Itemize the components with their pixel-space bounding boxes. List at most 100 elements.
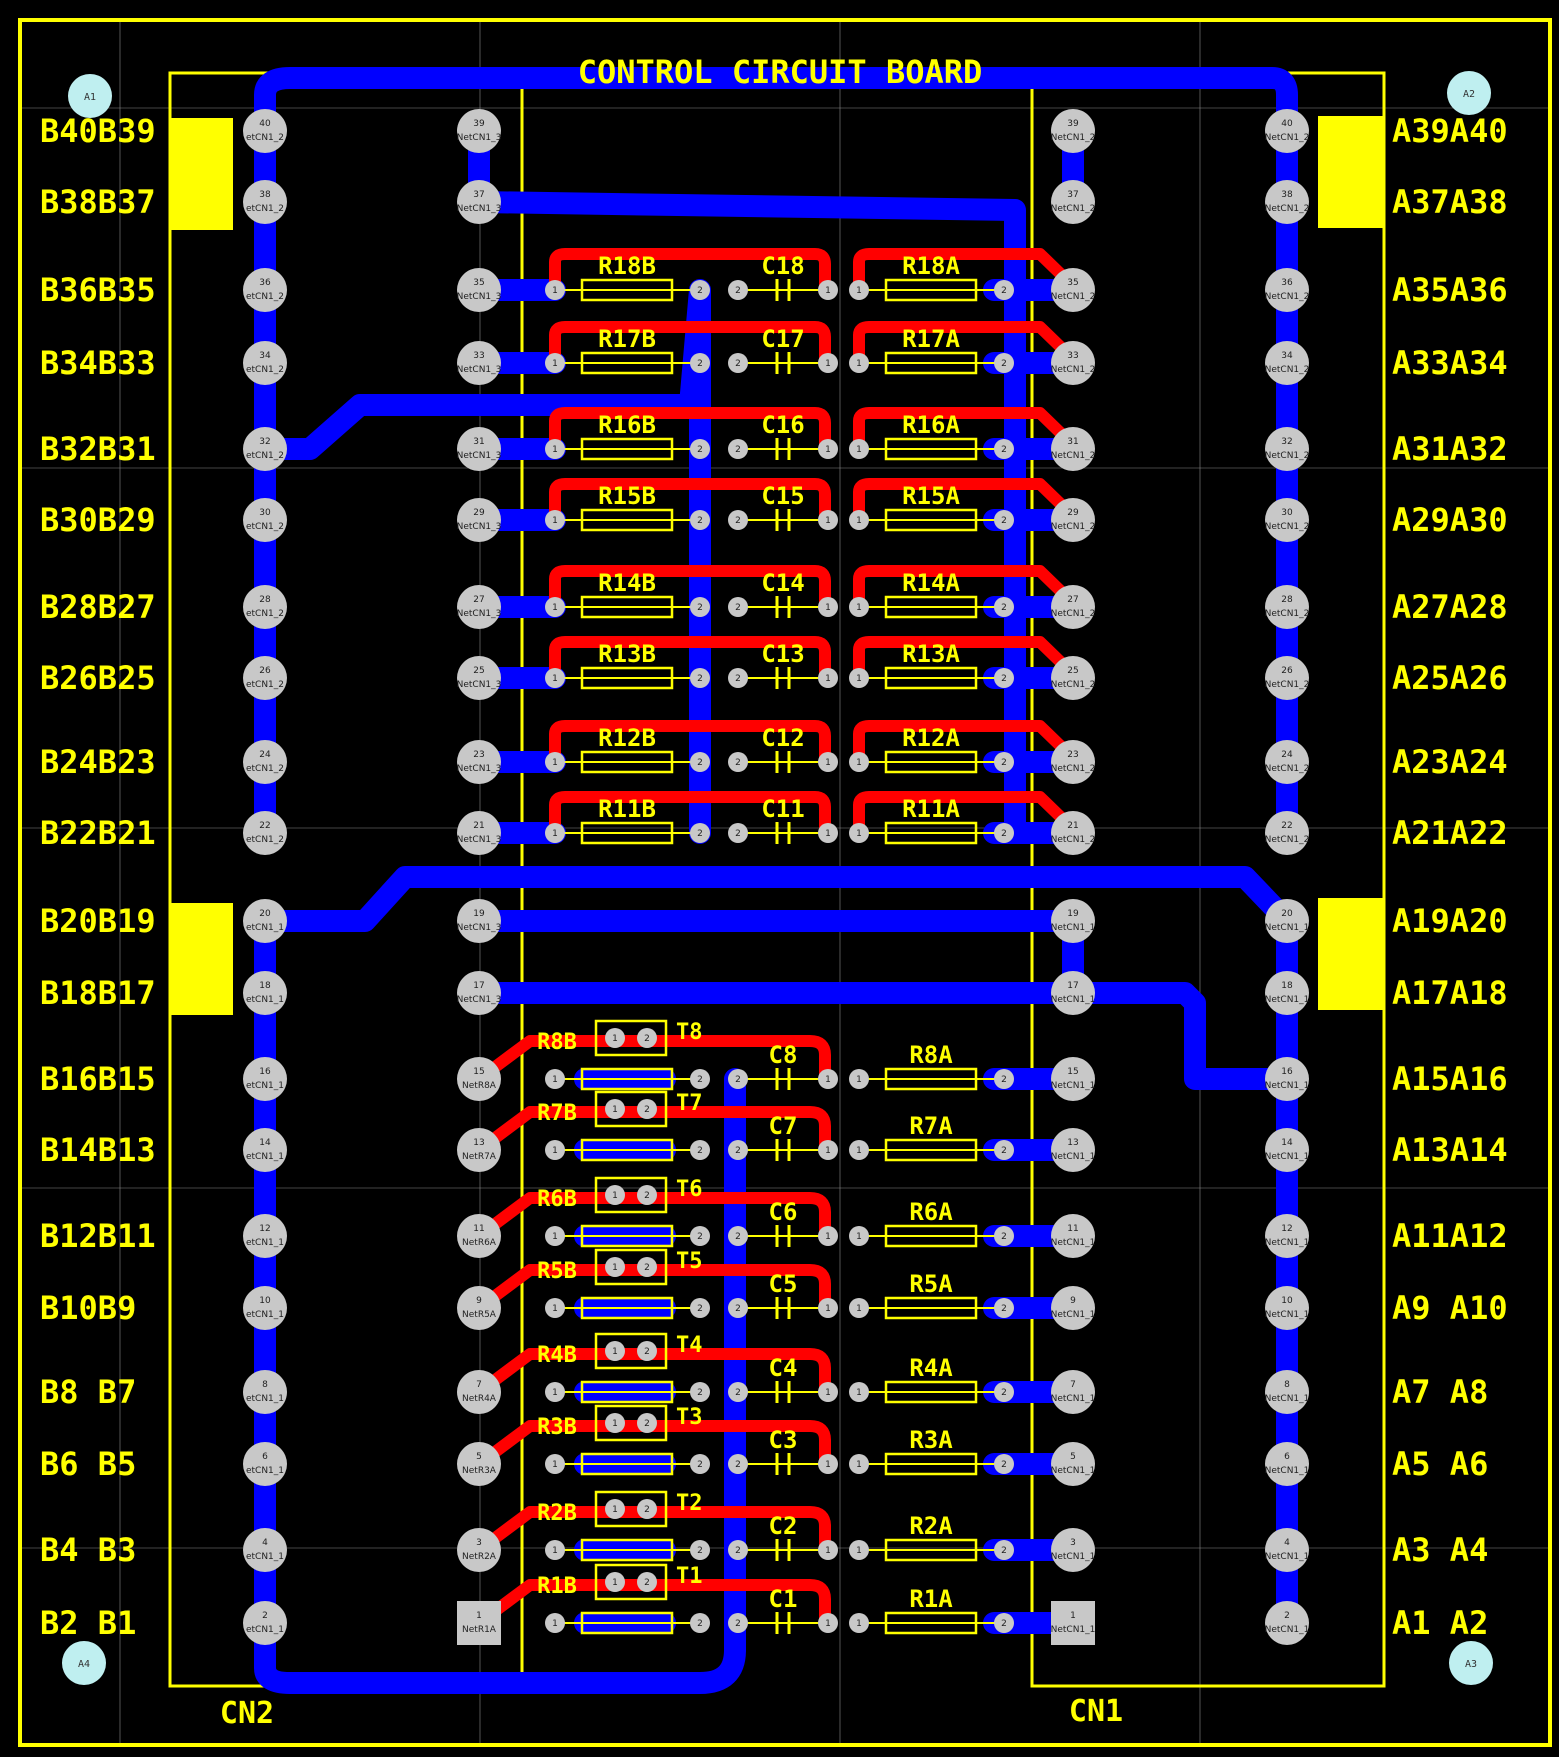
component-pad-circle xyxy=(994,1226,1014,1246)
pad-number: 27 xyxy=(473,595,484,605)
left-label: B32B31 xyxy=(40,430,156,468)
right-label: A37A38 xyxy=(1392,183,1508,221)
resistor-body xyxy=(884,1452,978,1476)
component-pad: 1 xyxy=(818,752,838,772)
component-pad-number: 1 xyxy=(552,445,558,455)
component-pad: 1 xyxy=(605,1499,625,1519)
pad-number: 20 xyxy=(1281,909,1293,919)
pad-net: NetCN1_1 xyxy=(1265,1394,1310,1404)
component-pad-number: 2 xyxy=(1001,603,1007,613)
pad-net: NetCN1_2 xyxy=(1265,522,1310,532)
component-pad: 1 xyxy=(545,1069,565,1089)
pad-number: 18 xyxy=(1281,981,1293,991)
pad-circle xyxy=(1051,180,1095,224)
stage-loop xyxy=(634,1420,831,1470)
component-pad-circle xyxy=(728,668,748,688)
pad-number: 33 xyxy=(1067,351,1078,361)
component-pad-circle xyxy=(849,1140,869,1160)
pad-circle xyxy=(457,1370,501,1414)
pad-circle xyxy=(1051,811,1095,855)
resistor-body xyxy=(884,1224,978,1248)
pad-net: NetCN1_2 xyxy=(1051,365,1096,375)
transistor-body xyxy=(594,1490,668,1528)
resistor-body xyxy=(884,437,978,461)
pad-number: 12 xyxy=(1281,1224,1292,1234)
left-label: B28B27 xyxy=(40,588,156,626)
pad-circle xyxy=(1051,268,1095,312)
pad-number: 35 xyxy=(1067,278,1078,288)
component-pad-circle xyxy=(728,1540,748,1560)
component-pad-number: 2 xyxy=(735,359,741,369)
left-label: B34B33 xyxy=(40,344,156,382)
component-pad-circle xyxy=(818,1069,838,1089)
board-title: CONTROL CIRCUIT BOARD xyxy=(578,53,983,91)
resistor-label: R4B xyxy=(537,1343,577,1368)
component-pad-number: 2 xyxy=(644,1191,650,1201)
component-pad: 2 xyxy=(690,752,710,772)
component-pad: 1 xyxy=(849,1454,869,1474)
pad-number: 4 xyxy=(1284,1538,1290,1548)
pad-circle xyxy=(1265,180,1309,224)
pad-number: 26 xyxy=(259,666,271,676)
component-pad-number: 2 xyxy=(735,1546,741,1556)
right-label: A13A14 xyxy=(1392,1131,1508,1169)
stage-loop-a xyxy=(853,565,1079,613)
pad-net: etCN1_2 xyxy=(246,451,284,461)
component-pad-number: 2 xyxy=(1001,286,1007,296)
cn1-label: CN1 xyxy=(1069,1694,1123,1729)
resistor-label: R2B xyxy=(537,1501,577,1526)
pad-number: 24 xyxy=(1281,750,1293,760)
component-pad-number: 1 xyxy=(552,359,558,369)
component-pad-circle xyxy=(545,1540,565,1560)
component-pad-circle xyxy=(690,280,710,300)
component-pad-circle xyxy=(849,1540,869,1560)
pad-net: NetCN1_2 xyxy=(1051,133,1096,143)
pad-circle xyxy=(1265,1128,1309,1172)
pad-net: NetCN1_2 xyxy=(1051,680,1096,690)
mount-hole-a1: A1 xyxy=(68,74,112,118)
component-pad: 2 xyxy=(637,1572,657,1592)
pad-circle xyxy=(243,1370,287,1414)
transistor-label: T8 xyxy=(676,1020,703,1045)
component-pad-number: 1 xyxy=(612,1505,618,1515)
net-17 xyxy=(468,982,1298,1090)
component-pad-circle xyxy=(637,1185,657,1205)
component-pad-number: 1 xyxy=(825,516,831,526)
component-pad: 1 xyxy=(818,1226,838,1246)
mount-hole-a4-label: A4 xyxy=(78,1659,90,1670)
pad-circle xyxy=(1265,427,1309,471)
component-pad: 2 xyxy=(994,1382,1014,1402)
component-pad-circle xyxy=(818,668,838,688)
pad-circle xyxy=(243,1128,287,1172)
pad-circle xyxy=(457,268,501,312)
pad-net: NetCN1_1 xyxy=(1265,1310,1310,1320)
pad-net: NetCN1_2 xyxy=(1051,764,1096,774)
pad-circle xyxy=(1265,1528,1309,1572)
pad-number: 28 xyxy=(259,595,271,605)
component-pad-number: 1 xyxy=(552,674,558,684)
transistor-body xyxy=(594,1090,668,1128)
component-pad-circle xyxy=(994,439,1014,459)
